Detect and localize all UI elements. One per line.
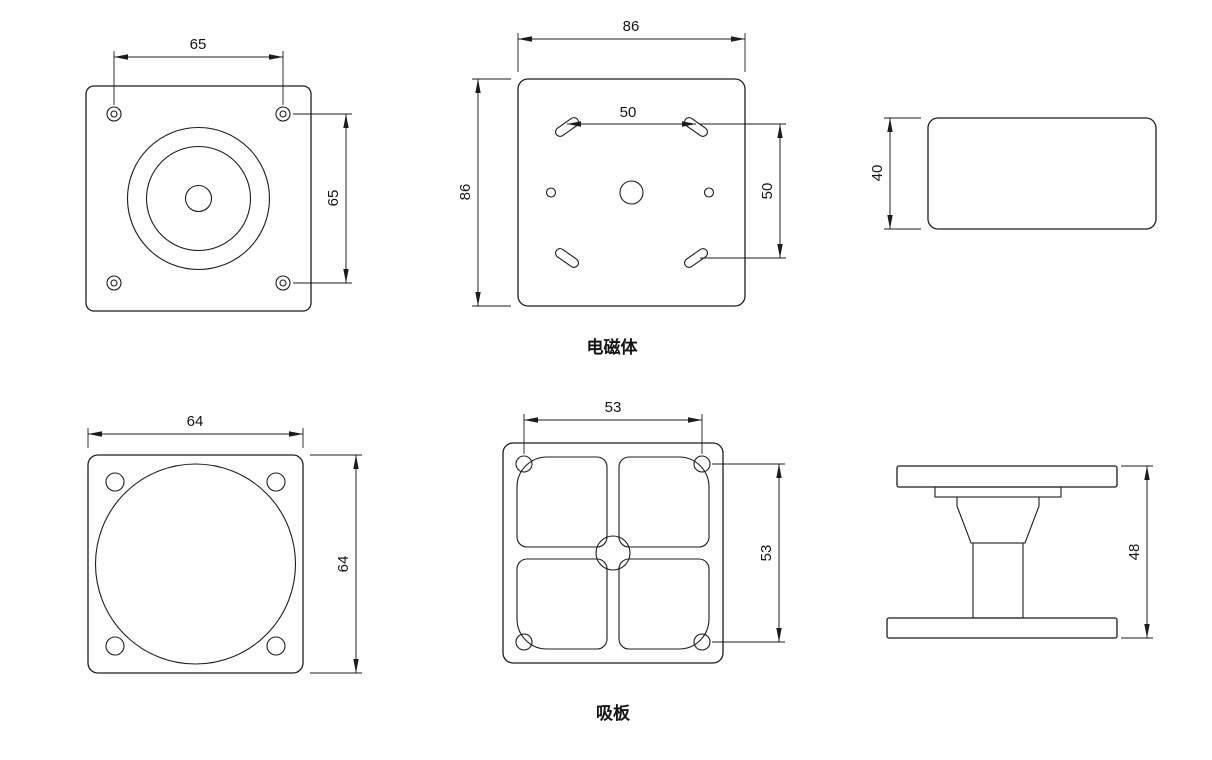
mounting-hole (266, 636, 286, 656)
magnet-back-view: 86 86 50 50 电磁体 (457, 18, 786, 357)
mounting-hole (275, 106, 291, 122)
mounting-hole (106, 275, 122, 291)
plate-part-label: 吸板 (596, 703, 631, 723)
magnet-face-center-circle (184, 184, 213, 213)
center-hole (595, 535, 631, 571)
plate-side-boss (956, 496, 1040, 544)
dim-label-plate-front-height: 64 (335, 556, 352, 573)
plate-back-outline (502, 442, 724, 664)
mounting-slot (554, 117, 580, 137)
plate-side-bottom-flange (886, 617, 1118, 639)
mounting-hole (106, 106, 122, 122)
magnet-face-middle-circle (145, 145, 252, 252)
mounting-hole-inner (279, 110, 287, 118)
dim-label-plate-side-height: 48 (1126, 544, 1143, 561)
dim-label-slot-spacing-v: 50 (759, 183, 776, 200)
dim-label-magnet-thickness: 40 (869, 165, 886, 182)
mounting-hole-inner (279, 279, 287, 287)
dim-label-magnet-front-width: 65 (190, 36, 207, 53)
mounting-hole-inner (110, 110, 118, 118)
mounting-hole (105, 472, 125, 492)
mounting-hole (266, 472, 286, 492)
mounting-slot (554, 248, 580, 268)
recess-pocket (618, 456, 710, 548)
magnet-front-view: 65 65 (85, 36, 352, 312)
mounting-hole-inner (110, 279, 118, 287)
dim-label-plate-back-height: 53 (758, 545, 775, 562)
mounting-slot (683, 117, 709, 137)
magnet-side-outline (927, 117, 1157, 230)
plate-side-collar (934, 486, 1062, 498)
plate-side-view: 48 (886, 465, 1153, 639)
mounting-hole (515, 633, 533, 651)
plate-front-outline (87, 454, 304, 674)
mounting-hole (693, 633, 711, 651)
center-hole (619, 180, 644, 205)
recess-pocket (516, 456, 608, 548)
magnet-back-outline (517, 78, 746, 307)
dim-label-magnet-front-height: 65 (325, 190, 342, 207)
magnet-part-label: 电磁体 (587, 337, 639, 357)
plate-side-stem (972, 542, 1024, 619)
pilot-hole (703, 187, 715, 198)
mounting-hole (515, 455, 533, 473)
dim-label-plate-back-width: 53 (605, 399, 622, 416)
plate-back-view: 53 53 吸板 (502, 399, 785, 723)
plate-front-view: 64 64 (87, 413, 362, 674)
dim-label-magnet-back-width: 86 (623, 18, 640, 35)
magnet-face-outer-circle (126, 126, 271, 271)
dim-label-plate-front-width: 64 (187, 413, 204, 430)
mounting-hole (105, 636, 125, 656)
recess-pocket (618, 558, 710, 650)
mounting-slot (683, 248, 709, 268)
recess-pocket (516, 558, 608, 650)
pilot-hole (545, 187, 557, 198)
plate-face-circle (94, 463, 297, 665)
magnet-front-outline (85, 85, 312, 312)
plate-side-top-flange (896, 465, 1118, 488)
mounting-hole (275, 275, 291, 291)
mounting-hole (693, 455, 711, 473)
magnet-side-view: 40 (869, 117, 1157, 230)
dim-label-magnet-back-height: 86 (457, 184, 474, 201)
dim-label-slot-spacing-h: 50 (620, 104, 637, 121)
